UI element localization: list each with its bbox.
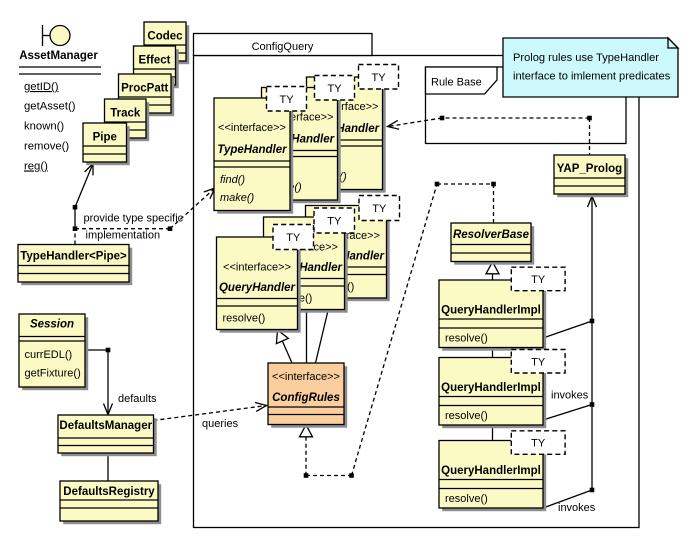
svg-text:Prolog rules use TypeHandler: Prolog rules use TypeHandler (513, 52, 659, 64)
svg-text:QueryHandlerImpl: QueryHandlerImpl (441, 305, 541, 317)
svg-text:getID(): getID() (24, 81, 59, 93)
svg-text:interface to imlement predicat: interface to imlement predicates (513, 71, 671, 83)
svg-text:TY: TY (531, 356, 546, 368)
svg-text:getFixture(): getFixture() (25, 368, 81, 380)
svg-text:find(): find() (220, 174, 245, 186)
svg-text:Effect: Effect (139, 55, 171, 67)
svg-text:ConfigRules: ConfigRules (272, 392, 340, 404)
svg-text:remove(): remove() (24, 141, 69, 153)
svg-text:TY: TY (531, 438, 546, 450)
svg-text:reg(): reg() (24, 161, 48, 173)
svg-text:TY: TY (286, 232, 301, 244)
svg-text:getAsset(): getAsset() (24, 101, 76, 113)
svg-text:resolve(): resolve() (445, 333, 488, 345)
svg-text:resolve(): resolve() (445, 493, 488, 505)
svg-text:TypeHandler: TypeHandler (217, 144, 287, 156)
svg-text:Pipe: Pipe (93, 132, 117, 144)
svg-text:DefaultsManager: DefaultsManager (59, 420, 152, 432)
svg-text:resolve(): resolve() (223, 313, 266, 325)
svg-text:AssetManager: AssetManager (19, 50, 98, 62)
svg-text:QueryHandlerImpl: QueryHandlerImpl (441, 382, 541, 394)
svg-text:QueryHandler: QueryHandler (219, 282, 296, 294)
svg-text:Rule Base: Rule Base (431, 77, 482, 89)
svg-text:implementation: implementation (86, 230, 161, 242)
svg-text:ResolverBase: ResolverBase (453, 229, 530, 241)
svg-text:defaults: defaults (118, 393, 157, 405)
svg-text:known(): known() (24, 121, 64, 133)
svg-text:invokes: invokes (558, 502, 596, 514)
svg-text:TY: TY (279, 94, 294, 106)
svg-text:TY: TY (327, 83, 342, 95)
svg-text:provide type specific: provide type specific (84, 213, 184, 225)
svg-text:QueryHandlerImpl: QueryHandlerImpl (441, 465, 541, 477)
svg-text:TY: TY (327, 216, 342, 228)
svg-text:resolve(): resolve() (445, 410, 488, 422)
svg-text:TypeHandler<Pipe>: TypeHandler<Pipe> (20, 251, 127, 263)
svg-text:queries: queries (202, 418, 239, 430)
svg-text:make(): make() (220, 192, 255, 204)
svg-text:Track: Track (110, 108, 141, 120)
svg-text:<<interface>>: <<interface>> (218, 122, 286, 134)
svg-text:Session: Session (30, 319, 74, 331)
svg-text:DefaultsRegistry: DefaultsRegistry (63, 486, 155, 498)
svg-text:TY: TY (371, 72, 386, 84)
svg-text:<<interface>>: <<interface>> (272, 371, 340, 383)
svg-text:ConfigQuery: ConfigQuery (252, 41, 314, 53)
svg-text:ProcPatt: ProcPatt (121, 83, 168, 95)
svg-text:invokes: invokes (551, 390, 589, 402)
svg-text:<<interface>>: <<interface>> (223, 262, 291, 274)
svg-text:currEDL(): currEDL() (25, 349, 73, 361)
svg-text:Codec: Codec (147, 31, 183, 43)
svg-text:TY: TY (372, 203, 387, 215)
svg-text:TY: TY (531, 274, 546, 286)
svg-text:YAP_Prolog: YAP_Prolog (557, 163, 622, 175)
